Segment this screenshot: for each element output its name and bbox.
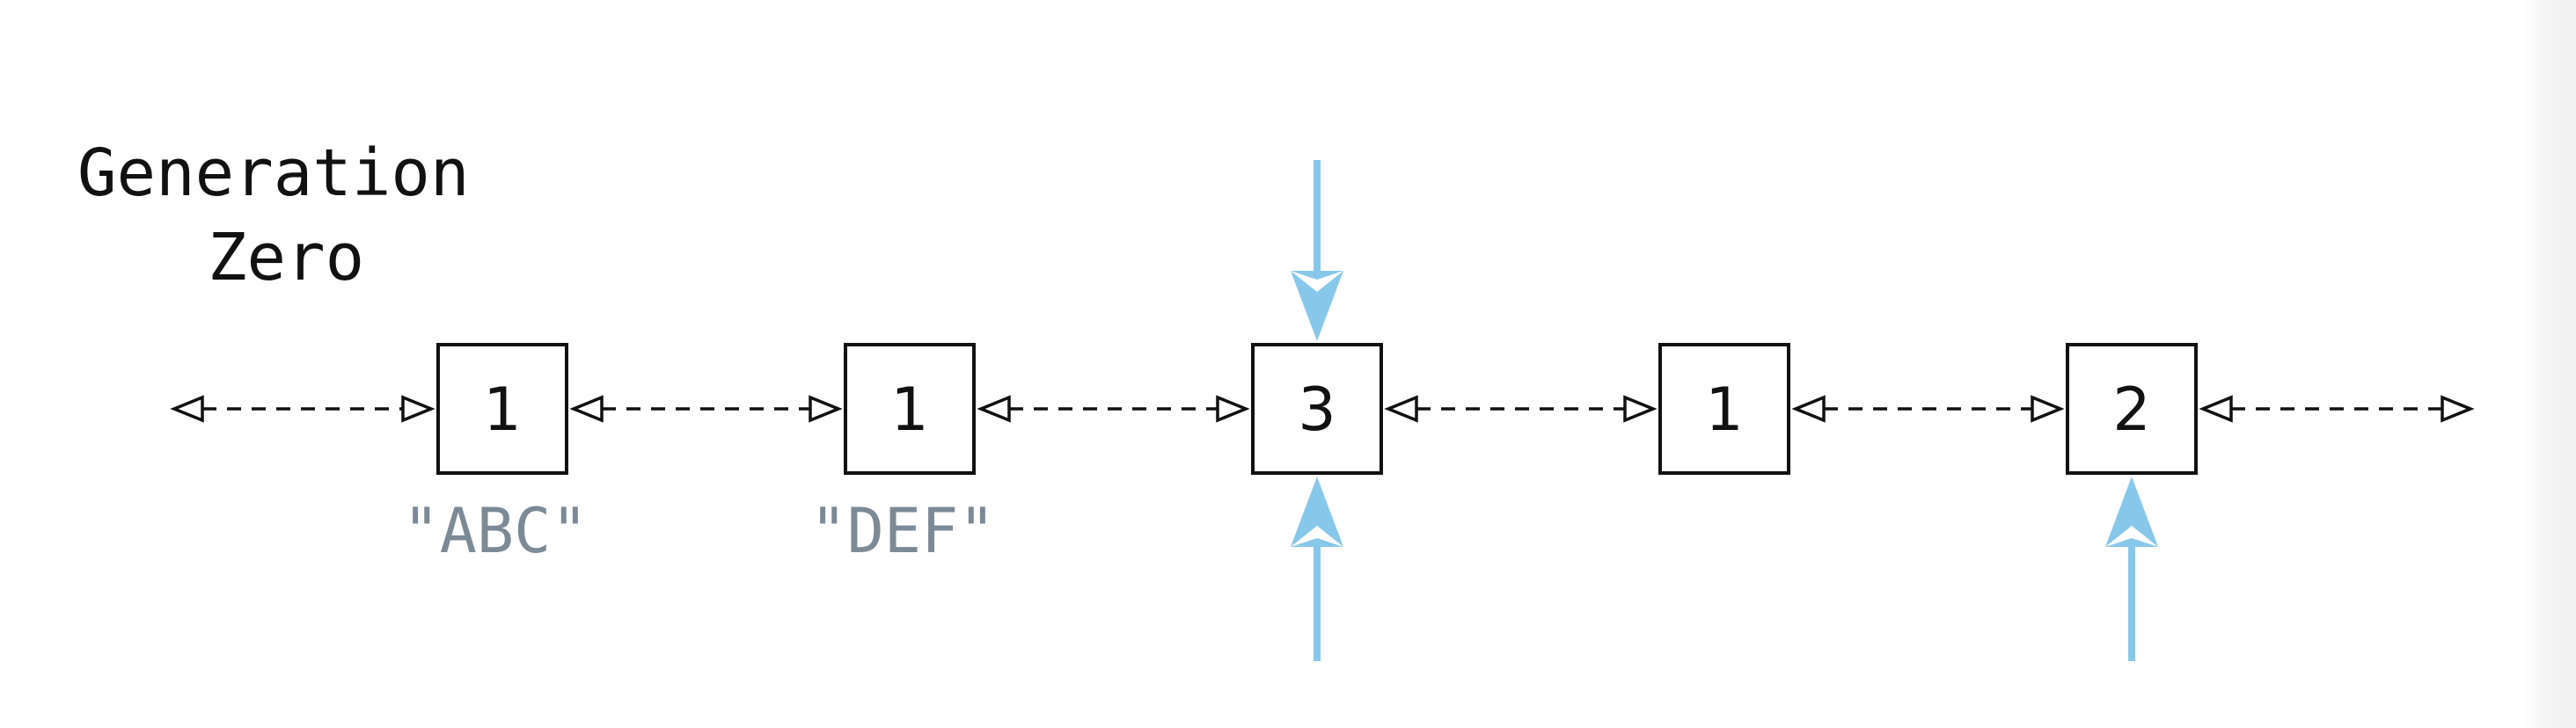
link-0-1-left-arrowhead bbox=[569, 395, 604, 423]
node-value-label: "DEF" bbox=[810, 495, 996, 567]
link-open-left-left-arrowhead bbox=[170, 395, 204, 423]
node-refcount: 1 bbox=[890, 375, 928, 445]
scrollbar-track[interactable] bbox=[2523, 0, 2576, 728]
node-4: 2 bbox=[2066, 343, 2198, 475]
node-0: 1 "ABC" bbox=[403, 343, 589, 567]
node-refcount: 3 bbox=[1298, 375, 1336, 445]
link-2-3-right-arrowhead bbox=[1623, 395, 1658, 423]
node-box bbox=[844, 343, 976, 475]
link-1-2-right-arrowhead bbox=[1216, 395, 1250, 423]
node-box bbox=[1251, 343, 1383, 475]
link-1-2-left-arrowhead bbox=[977, 395, 1011, 423]
node-refcount: 2 bbox=[2112, 375, 2150, 445]
link-2-3-left-arrowhead bbox=[1384, 395, 1418, 423]
node-value-label: "ABC" bbox=[403, 495, 589, 567]
title-line-2: Zero bbox=[208, 220, 364, 295]
link-open-right-right-arrowhead bbox=[2441, 395, 2475, 423]
node-3: 1 bbox=[1658, 343, 1790, 475]
reference-arrow-below bbox=[1291, 477, 1343, 661]
link-layer bbox=[170, 395, 2475, 423]
title-line-1: Generation bbox=[77, 135, 470, 211]
node-box bbox=[1658, 343, 1790, 475]
node-1: 1 "DEF" bbox=[810, 343, 996, 567]
reference-arrow-below bbox=[2105, 477, 2158, 661]
link-open-right-left-arrowhead bbox=[2199, 395, 2233, 423]
link-3-4-left-arrowhead bbox=[1791, 395, 1826, 423]
node-box bbox=[2066, 343, 2198, 475]
node-refcount: 1 bbox=[1705, 375, 1743, 445]
reference-arrow-above bbox=[1291, 160, 1343, 341]
node-layer: 1 "ABC" 1 "DEF" 3 1 2 bbox=[403, 343, 2198, 567]
reference-layer bbox=[1291, 160, 2158, 661]
node-2: 3 bbox=[1251, 343, 1383, 475]
link-3-4-right-arrowhead bbox=[2031, 395, 2065, 423]
node-box bbox=[436, 343, 568, 475]
link-open-left-right-arrowhead bbox=[401, 395, 435, 423]
node-refcount: 1 bbox=[483, 375, 521, 445]
link-0-1-right-arrowhead bbox=[809, 395, 843, 423]
